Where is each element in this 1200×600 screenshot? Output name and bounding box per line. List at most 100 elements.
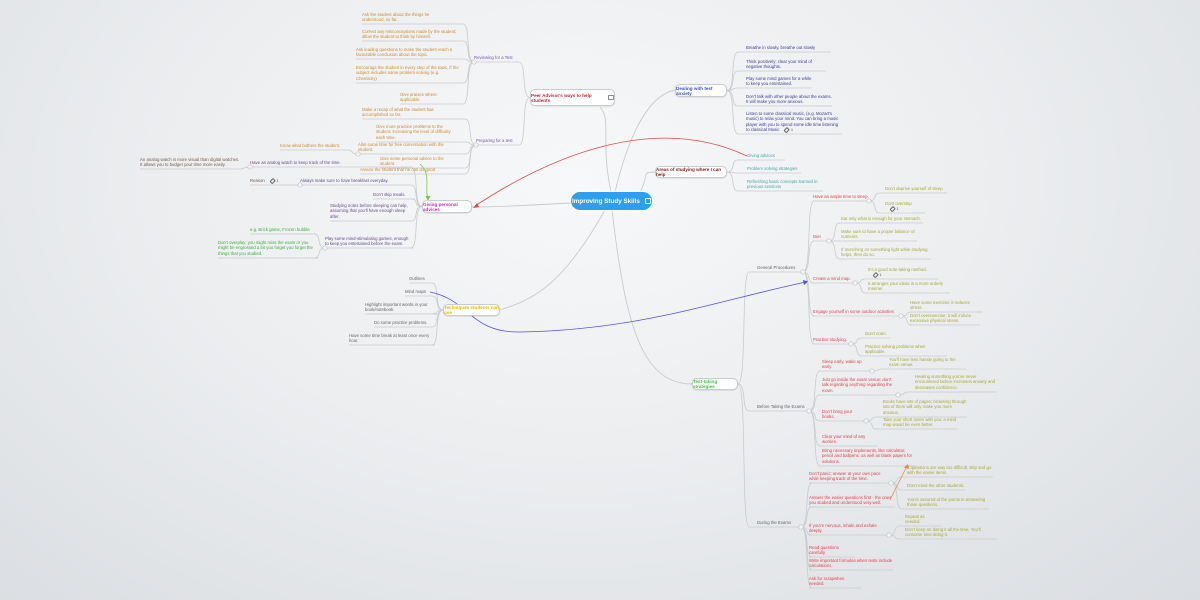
node-e-g-brick-game-frozen-bubble[interactable]: e.g. Brick game, Frozen bubble	[250, 227, 316, 234]
topic-giving-personal-advices[interactable]: Giving personal advices	[422, 200, 472, 213]
node-encourage-the-student-in-every-step-of-t[interactable]: Encourage the student in every step of t…	[356, 65, 460, 83]
node-it-arranges-your-ideas-in-a-more-orderly[interactable]: It arranges your ideas in a more orderly…	[868, 281, 950, 293]
node-it-s-a-good-note-taking-method[interactable]: It's a good note-taking method.1	[868, 267, 938, 279]
topic-peer-advisor-s-ways-to-help-students[interactable]: Peer Advisor's ways to help students	[530, 89, 615, 106]
node-assure-the-student-that-he-can-do-good[interactable]: Assure the student that he can do good.	[360, 167, 456, 174]
topic-techniques-students-can-use[interactable]: Techniques students can use	[443, 304, 500, 316]
node-studying-notes-before-sleeping-can-help-[interactable]: Studying notes before sleeping can help,…	[330, 203, 410, 221]
note-icon[interactable]	[644, 198, 651, 204]
node-create-a-mind-map[interactable]: Create a mind map.	[813, 276, 855, 283]
node-have-some-exercise-it-reduces-stress[interactable]: Have some exercise; it reduces stress.	[910, 300, 982, 312]
node-refreshing-basic-concepts-learned-in-pre[interactable]: Refreshing basic concepts learned in pre…	[747, 179, 823, 191]
node-reviewing-for-a-test[interactable]: Reviewing for a Test	[474, 55, 516, 62]
node-ask-for-scrapwhen-needed[interactable]: Ask for scrapwhen needed.	[809, 576, 861, 588]
node-if-munching-on-something-light-while-stu[interactable]: If munching on something light while stu…	[841, 247, 931, 259]
topic-test-taking-strategies[interactable]: Test-taking strategies	[692, 378, 738, 390]
node-make-a-recap-of-what-the-student-has-acc[interactable]: Make a recap of what the student has acc…	[362, 107, 454, 119]
collapse-toggle[interactable]	[826, 238, 832, 244]
node-just-go-inside-the-exam-venue-don-t-talk[interactable]: Just go inside the exam venue; don't tal…	[822, 377, 898, 395]
collapse-toggle[interactable]	[806, 408, 812, 414]
node-don-t-keep-on-doing-it-all-the-time-you-[interactable]: Don't keep on doing it all the time. You…	[905, 527, 997, 539]
node-repeat-as-needed[interactable]: Repeat as needed.	[905, 514, 941, 526]
topic-dealing-with-test-anxiety[interactable]: Dealing with test anxiety	[675, 84, 727, 97]
node-correct-any-misconceptions-made-by-the-s[interactable]: Correct any misconceptions made by the s…	[362, 29, 460, 41]
node-have-an-ample-time-to-sleep[interactable]: Have an ample time to sleep.	[813, 194, 869, 201]
node-answer-the-easier-questions-first-the-on[interactable]: Answer the easier questions first - the …	[809, 495, 895, 507]
collapse-toggle[interactable]	[297, 182, 303, 188]
node-you-ll-have-less-hassle-going-to-the-exa[interactable]: You'll have less hassle going to the exa…	[889, 357, 966, 369]
node-engage-yourself-in-some-outdoor-activiti[interactable]: Engage yourself in some outdoor activiti…	[813, 309, 901, 316]
node-give-some-personal-advice-to-the-student[interactable]: Give some personal advice to the student…	[380, 156, 456, 168]
collapse-toggle[interactable]	[866, 198, 872, 204]
node-make-sure-to-have-a-proper-balance-of-nu[interactable]: Make sure to have a proper balance of nu…	[841, 229, 917, 241]
node-dont-overstep[interactable]: Dont overstep1	[885, 201, 925, 213]
node-bring-necessary-implements-like-calculat[interactable]: Bring necessary implements, like calcula…	[822, 448, 916, 466]
node-mind-maps[interactable]: Mind maps	[405, 289, 429, 296]
node-if-questions-are-way-too-difficult-skip-[interactable]: If questions are way too difficult, skip…	[907, 465, 993, 477]
node-practice-studying[interactable]: Practice studying.	[813, 337, 851, 344]
node-write-important-formulas-when-tests-incl[interactable]: Write important formulas when tests incl…	[809, 558, 893, 570]
node-don-t-talk-with-other-people-about-the-e[interactable]: Don't talk with other people about the e…	[746, 94, 832, 106]
node-you-re-assured-of-the-points-in-answerin[interactable]: You're assured of the points in answerin…	[907, 497, 989, 509]
collapse-toggle[interactable]	[886, 532, 892, 538]
collapse-toggle[interactable]	[471, 59, 477, 65]
node-during-the-exams[interactable]: During the Exams	[757, 520, 801, 527]
relation-arrow-green[interactable]	[419, 163, 429, 199]
collapse-toggle[interactable]	[898, 313, 904, 319]
node-before-taking-the-exams[interactable]: Before Taking the Exams	[757, 404, 809, 411]
collapse-toggle[interactable]	[355, 151, 361, 157]
collapse-toggle[interactable]	[863, 418, 869, 424]
node-always-make-sure-to-have-breakfast-every[interactable]: Always make sure to have breakfast every…	[300, 178, 410, 185]
node-giving-advices[interactable]: Giving advices	[747, 153, 785, 160]
note-icon[interactable]	[608, 94, 614, 101]
link-icon[interactable]: 1	[889, 206, 899, 213]
link-icon[interactable]: 1	[783, 126, 793, 134]
node-don-t-overexercise-it-will-induce-excess[interactable]: Don't overexercise; it will induce exces…	[910, 313, 980, 325]
node-think-positively-clear-your-mind-of-nega[interactable]: Think positively; clear your mind of neg…	[746, 59, 826, 71]
node-diet[interactable]: Diet	[813, 234, 829, 241]
node-don-t-mind-the-other-students[interactable]: Don't mind the other students.	[907, 483, 965, 490]
node-ask-the-student-about-the-things-he-unde[interactable]: Ask the student about the things he unde…	[362, 12, 447, 24]
node-problem-solving-strategies[interactable]: Problem solving strategies	[747, 166, 801, 173]
node-don-t-panic-answer-at-your-own-pace-whil[interactable]: Don't panic; answer at your own pace whi…	[809, 471, 891, 483]
node-do-some-practice-problems[interactable]: Do some practice problems.	[374, 320, 431, 327]
collapse-toggle[interactable]	[895, 392, 901, 398]
node-have-an-analog-watch-to-keep-track-of-th[interactable]: Have an analog watch to keep track of th…	[250, 160, 355, 167]
node-ask-leading-questions-to-make-the-studen[interactable]: Ask leading questions to make the studen…	[356, 47, 460, 59]
node-have-some-time-break-at-least-once-every[interactable]: Have some time break at least once every…	[349, 333, 435, 345]
collapse-toggle[interactable]	[798, 524, 804, 530]
node-don-t-overplay-you-might-miss-the-exam-o[interactable]: Don't overplay; you might miss the exam …	[218, 240, 318, 258]
node-clear-your-mind-of-any-worries[interactable]: Clear your mind of any worries.	[822, 434, 878, 446]
relation-arrow-orange[interactable]	[889, 467, 907, 501]
node-preparing-for-a-test[interactable]: Preparing for a test	[476, 138, 516, 145]
node-outlines[interactable]: Outlines	[409, 276, 431, 283]
node-books-have-lots-of-pages-browsing-throug[interactable]: Books have lots of pages; browsing throu…	[883, 399, 967, 417]
collapse-toggle[interactable]	[869, 368, 875, 374]
link-icon[interactable]: 1	[269, 177, 278, 185]
collapse-toggle[interactable]	[322, 245, 328, 251]
node-highlight-important-words-in-your-book-n[interactable]: Highlight important words in your book/n…	[365, 302, 437, 314]
central-topic[interactable]: Improving Study Skills	[571, 192, 652, 210]
node-general-procedures[interactable]: General Procedures	[757, 265, 803, 272]
relation-arrow-red[interactable]	[474, 137, 748, 207]
node-play-some-mind-stimulating-games-enough-[interactable]: Play some mind-stimulating games, enough…	[325, 236, 413, 248]
node-take-your-short-notes-with-you-a-mind-ma[interactable]: Take your short notes with you; a mind m…	[883, 417, 957, 429]
node-play-some-mind-games-for-a-while-to-keep[interactable]: Play some mind games for a while to keep…	[746, 76, 812, 88]
node-an-analog-watch-is-more-visual-than-digi[interactable]: An analog watch is more visual than digi…	[140, 157, 240, 169]
node-if-you-re-nervous-inhale-and-exhale-deep[interactable]: If you're nervous, inhale and exhale dee…	[809, 523, 889, 535]
node-give-praises-where-applicable[interactable]: Give praises where applicable.	[400, 92, 450, 104]
node-allot-some-time-for-free-conversation-wi[interactable]: Allot some time for free conversation wi…	[358, 142, 458, 154]
node-don-t-cram[interactable]: Don't cram.	[865, 331, 891, 338]
collapse-toggle[interactable]	[848, 341, 854, 347]
collapse-toggle[interactable]	[473, 142, 479, 148]
node-don-t-skip-meals[interactable]: Don't skip meals.	[373, 192, 415, 199]
collapse-toggle[interactable]	[800, 269, 806, 275]
node-give-more-practice-problems-to-the-stude[interactable]: Give more practice problems to the stude…	[376, 124, 456, 142]
collapse-toggle[interactable]	[247, 164, 253, 170]
collapse-toggle[interactable]	[888, 480, 894, 486]
link-icon[interactable]: 1	[872, 272, 882, 279]
node-read-questions-carefully[interactable]: Read questions carefully.	[809, 545, 855, 557]
node-hearing-something-you-ve-never-encounter[interactable]: Hearing something you've never encounter…	[915, 374, 997, 392]
